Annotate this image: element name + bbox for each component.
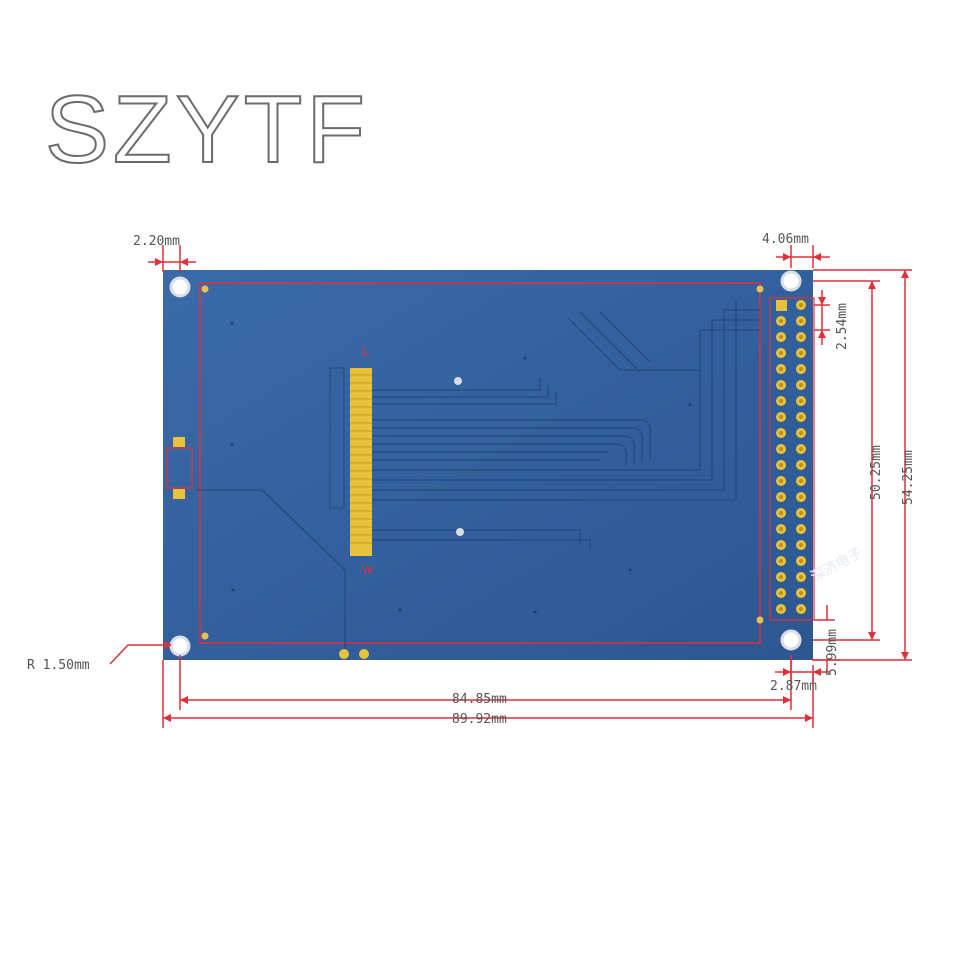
header-pin-hole — [779, 447, 783, 451]
header-pin-hole — [799, 479, 803, 483]
header-pin-hole — [799, 351, 803, 355]
dim-board-height: 54.25mm — [901, 450, 916, 505]
fpc-connector — [329, 367, 372, 556]
header-pin-hole — [779, 575, 783, 579]
header-pin-hole — [799, 607, 803, 611]
header-pin-hole — [799, 463, 803, 467]
brand-logo: SZYTF — [44, 76, 369, 183]
dimension-lines — [109, 245, 912, 728]
header-pin-hole — [779, 511, 783, 515]
dim-hole-span-vertical: 50.25mm — [869, 445, 884, 500]
dim-board-width: 89.92mm — [452, 712, 507, 727]
header-pin-hole — [779, 479, 783, 483]
header-pin-hole — [799, 431, 803, 435]
header-pin-hole — [779, 607, 783, 611]
watermark: 深济电子 — [808, 544, 865, 585]
pcb-traces — [196, 300, 760, 650]
dim-header-offset-right: 2.87mm — [770, 679, 817, 694]
header-pin-hole — [779, 527, 783, 531]
header-pin-hole — [799, 559, 803, 563]
header-pin-hole — [799, 383, 803, 387]
dim-header-offset-bottom: 5.99mm — [825, 629, 840, 676]
header-pin-hole — [779, 319, 783, 323]
header-pin-hole — [779, 591, 783, 595]
header-pin-hole — [779, 367, 783, 371]
mounting-holes — [169, 270, 802, 657]
dim-hole-radius: R 1.50mm — [27, 658, 90, 673]
silk-label-bottom: W — [362, 563, 374, 577]
header-pin-hole — [799, 511, 803, 515]
display-outline — [199, 282, 761, 644]
header-pin-hole — [799, 335, 803, 339]
header-pin-hole — [779, 543, 783, 547]
header-pins — [776, 300, 806, 614]
header-pin-hole — [779, 463, 783, 467]
silk-label-top: L — [362, 343, 370, 359]
dim-hole-inset-left: 2.20mm — [133, 234, 180, 249]
header-pin-hole — [799, 399, 803, 403]
header-pin-hole — [779, 351, 783, 355]
header-pin-hole — [799, 415, 803, 419]
header-pin-hole — [799, 575, 803, 579]
header-pin-hole — [799, 447, 803, 451]
header-pin-hole — [779, 335, 783, 339]
header-pin-hole — [799, 591, 803, 595]
pcb-board — [163, 270, 813, 660]
header-pin-hole — [799, 495, 803, 499]
bottom-pads — [339, 649, 369, 659]
pin-header — [769, 297, 815, 621]
dim-header-inset-right: 4.06mm — [762, 232, 809, 247]
header-pin-hole — [779, 559, 783, 563]
dim-pin-pitch: 2.54mm — [835, 303, 850, 350]
header-pin-hole — [779, 415, 783, 419]
side-component — [166, 437, 193, 499]
header-pin-hole — [799, 543, 803, 547]
header-pin-hole — [799, 367, 803, 371]
header-pin-hole — [779, 495, 783, 499]
header-pin-hole — [799, 527, 803, 531]
header-pin-hole — [779, 399, 783, 403]
header-pin-hole — [779, 383, 783, 387]
header-pin-hole — [799, 319, 803, 323]
dim-hole-span-horizontal: 84.85mm — [452, 692, 507, 707]
header-pin-hole — [799, 303, 803, 307]
header-pin-hole — [779, 431, 783, 435]
